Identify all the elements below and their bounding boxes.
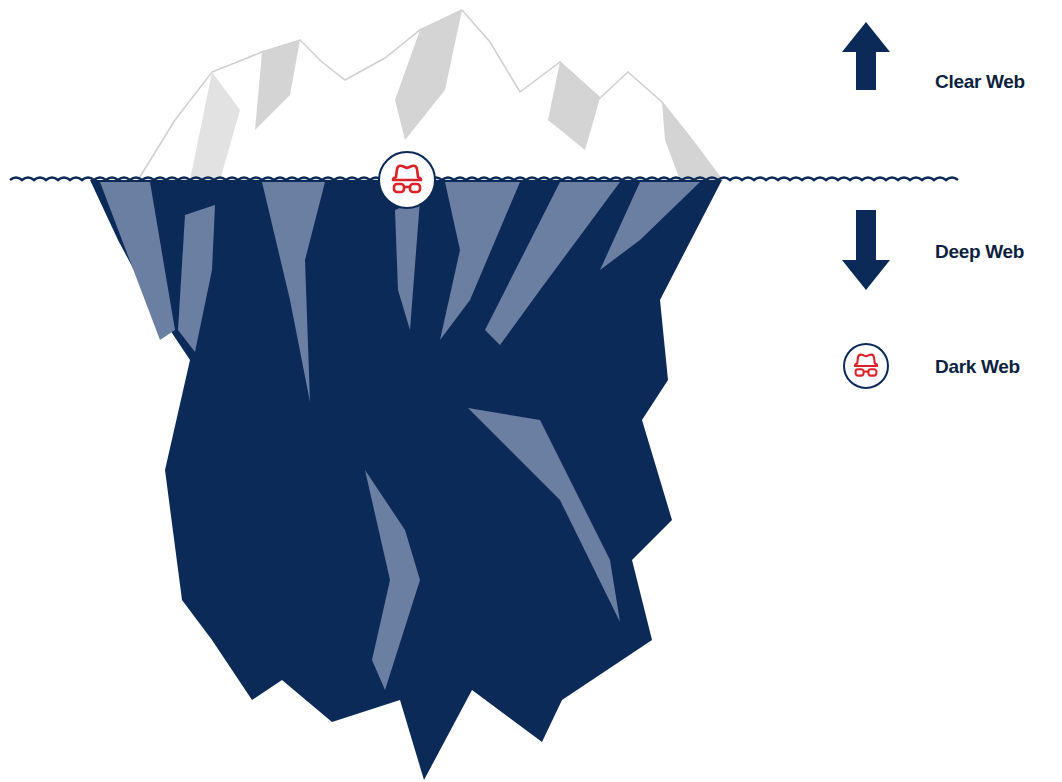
ice-facet — [255, 40, 300, 130]
legend-label: Dark Web — [935, 356, 1020, 378]
ice-streak — [178, 205, 215, 352]
ice-streak — [262, 182, 325, 402]
dark-web-icon — [379, 152, 435, 208]
ice-streak — [100, 182, 175, 340]
ice-streak — [600, 182, 700, 270]
iceberg-underwater — [90, 180, 722, 780]
legend-label: Deep Web — [935, 241, 1024, 263]
ice-facet — [395, 10, 462, 140]
ice-facet — [548, 62, 600, 150]
ice-streak — [468, 408, 620, 622]
ice-facet — [190, 72, 240, 180]
ice-facet — [662, 102, 722, 180]
dark-web-icon — [844, 344, 888, 388]
water-line — [10, 178, 958, 181]
ice-streak — [395, 200, 420, 330]
ice-streak — [485, 182, 620, 345]
iceberg-top — [138, 10, 722, 180]
down-arrow-symbol — [842, 210, 890, 290]
spy-symbol — [855, 355, 877, 376]
legend-label: Clear Web — [935, 71, 1025, 93]
spy-symbol — [393, 166, 421, 192]
ice-streak — [365, 470, 420, 690]
up-arrow-symbol — [842, 22, 890, 90]
